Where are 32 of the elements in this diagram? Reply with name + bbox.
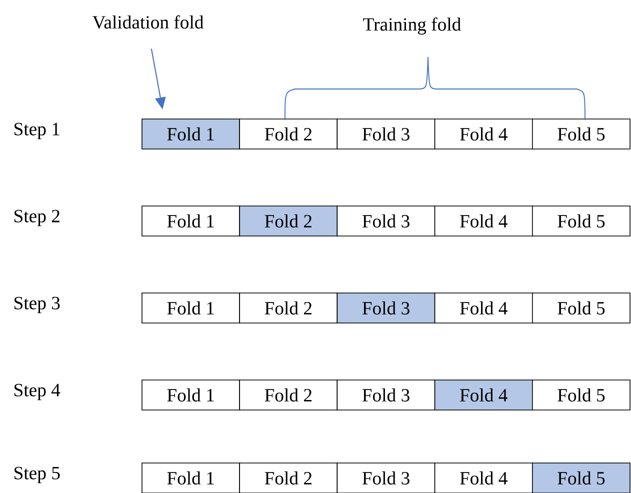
- validation-fold-cell: Fold 2: [239, 206, 338, 236]
- fold-cell: Fold 1: [142, 462, 240, 493]
- fold-cell: Fold 5: [532, 380, 630, 410]
- fold-cell: Fold 2: [239, 462, 338, 493]
- bracket-label: Training fold: [363, 17, 461, 35]
- fold-cell: Fold 4: [434, 462, 533, 493]
- annotation-text: Validation fold: [92, 15, 204, 29]
- validation-fold-cell: Fold 3: [336, 292, 436, 324]
- fold-cell: Fold 5: [532, 292, 630, 324]
- step-label: Step 1: [14, 122, 60, 140]
- fold-cell: Fold 2: [239, 118, 338, 150]
- fold-cell: Fold 5: [532, 118, 630, 150]
- fold-cell: Fold 4: [434, 206, 533, 236]
- validation-fold-cell: Fold 5: [532, 462, 630, 493]
- fold-cell: Fold 1: [142, 206, 240, 236]
- fold-cell: Fold 2: [239, 380, 338, 410]
- fold-cell: Fold 5: [532, 206, 630, 236]
- fold-cell: Fold 3: [336, 206, 436, 236]
- step-label: Step 3: [14, 296, 60, 314]
- fold-cell: Fold 4: [434, 118, 533, 150]
- fold-cell: Fold 1: [142, 292, 240, 324]
- fold-cell: Fold 3: [336, 118, 436, 150]
- fold-cell: Fold 3: [336, 462, 436, 493]
- step-label: Step 2: [14, 210, 60, 226]
- step-label: Step 5: [14, 466, 60, 484]
- validation-fold-cell: Fold 4: [434, 380, 533, 410]
- fold-cell: Fold 2: [239, 292, 338, 324]
- fold-cell: Fold 4: [434, 292, 533, 324]
- fold-cell: Fold 1: [142, 380, 240, 410]
- step-label: Step 4: [14, 384, 60, 400]
- fold-cell: Fold 3: [336, 380, 436, 410]
- validation-fold-cell: Fold 1: [142, 118, 240, 150]
